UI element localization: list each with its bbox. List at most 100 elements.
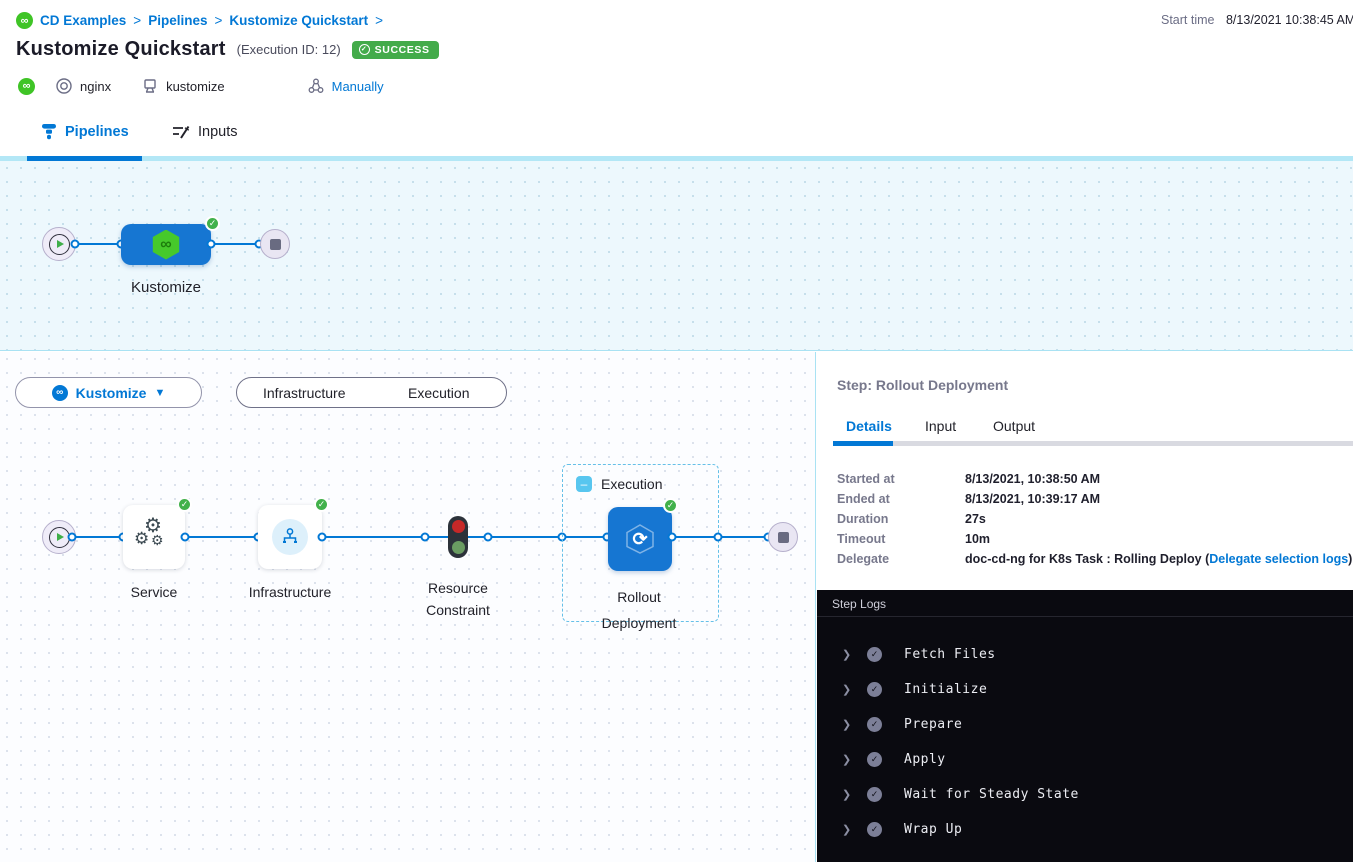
start-time-label: Start time — [1161, 13, 1215, 27]
meta-row: ∞ nginx kustomize Manually — [18, 77, 384, 95]
log-success-check-icon: ✓ — [867, 751, 882, 767]
tab-active-underline — [27, 156, 142, 161]
pipelines-icon — [41, 123, 57, 140]
chevron-right-icon[interactable]: ❯ — [842, 648, 852, 661]
tab-inputs-label: Inputs — [198, 123, 238, 140]
step-label-infrastructure: Infrastructure — [248, 584, 332, 600]
connector-dot — [67, 532, 77, 542]
breadcrumb-separator: > — [375, 13, 384, 28]
log-row-apply[interactable]: ❯ ✓ Apply — [817, 749, 1353, 769]
chevron-right-icon[interactable]: ❯ — [842, 683, 852, 696]
execution-start-node[interactable] — [42, 520, 76, 554]
detail-label: Started at — [837, 472, 895, 486]
breadcrumb-kustomize-quickstart[interactable]: Kustomize Quickstart — [229, 13, 369, 28]
step-logs-title: Step Logs — [832, 597, 887, 611]
tab-inputs[interactable]: Inputs — [172, 123, 238, 140]
log-row-wrap-up[interactable]: ❯ ✓ Wrap Up — [817, 819, 1353, 839]
detail-label: Delegate — [837, 552, 890, 566]
execution-graph-canvas[interactable] — [0, 352, 816, 862]
stage-end-node[interactable] — [260, 229, 290, 259]
title-row: Kustomize Quickstart (Execution ID: 12) … — [16, 38, 439, 61]
connector-dot — [667, 532, 677, 542]
infrastructure-icon — [272, 519, 308, 555]
connector-dot — [713, 532, 723, 542]
connector-dot — [317, 532, 327, 542]
log-row-initialize[interactable]: ❯ ✓ Initialize — [817, 679, 1353, 699]
harness-cd-hexagon-icon: ∞ — [152, 229, 180, 260]
chevron-right-icon[interactable]: ❯ — [842, 753, 852, 766]
red-light-icon — [451, 520, 465, 533]
stage-graph-canvas[interactable] — [0, 161, 1353, 351]
panel-tab-output[interactable]: Output — [993, 418, 1036, 434]
collapse-minus-icon[interactable]: – — [576, 476, 592, 492]
step-node-service[interactable]: ⚙ ⚙ ⚙ ✓ — [123, 497, 192, 569]
log-row-fetch-files[interactable]: ❯ ✓ Fetch Files — [817, 644, 1353, 664]
service-icon — [141, 77, 159, 95]
trigger-label[interactable]: Manually — [331, 78, 384, 94]
environment-name: nginx — [80, 78, 112, 94]
main-tabbar: Pipelines Inputs — [0, 110, 1353, 156]
detail-value: 8/13/2021, 10:38:50 AM — [965, 472, 1101, 486]
toggle-execution[interactable]: Execution — [408, 384, 470, 401]
chevron-right-icon[interactable]: ❯ — [842, 823, 852, 836]
success-check-icon: ✓ — [314, 497, 329, 512]
log-success-check-icon: ✓ — [867, 646, 882, 662]
rollout-icon: ⟳ — [623, 522, 657, 556]
step-node-infrastructure[interactable]: ✓ — [258, 497, 329, 569]
step-label-rollout-deployment: Rollout Deployment — [602, 584, 677, 636]
log-success-check-icon: ✓ — [867, 786, 882, 802]
stage-selector-label: Kustomize — [75, 384, 147, 401]
step-node-rollout-deployment[interactable]: ⟳ ✓ — [608, 498, 678, 571]
toggle-infrastructure[interactable]: Infrastructure — [263, 384, 346, 401]
stage-node-kustomize[interactable]: ∞ ✓ — [121, 216, 220, 265]
stage-selector-dropdown[interactable]: ∞ Kustomize ▼ — [15, 377, 202, 408]
rollout-line2: Deployment — [601, 615, 677, 631]
panel-tab-details[interactable]: Details — [846, 418, 892, 434]
panel-tab-input[interactable]: Input — [925, 418, 957, 434]
detail-value: doc-cd-ng for K8s Task : Rolling Deploy … — [965, 552, 1352, 566]
detail-row-started-at: Started at 8/13/2021, 10:38:50 AM — [837, 469, 1352, 489]
breadcrumb-separator: > — [214, 13, 223, 28]
execution-id: (Execution ID: 12) — [236, 42, 341, 57]
connector-dot — [70, 239, 80, 249]
status-badge: ✓ SUCCESS — [351, 40, 439, 59]
trigger-icon — [307, 77, 325, 95]
stage-selector-icon: ∞ — [51, 384, 68, 401]
execution-group-header: – Execution — [576, 476, 662, 492]
trigger-group[interactable]: Manually — [307, 77, 384, 95]
log-row-prepare[interactable]: ❯ ✓ Prepare — [817, 714, 1353, 734]
breadcrumb-pipelines[interactable]: Pipelines — [148, 13, 208, 28]
start-time: Start time 8/13/2021 10:38:45 AM — [1161, 13, 1353, 27]
delegate-selection-logs-link[interactable]: Delegate selection logs — [1209, 552, 1349, 566]
green-light-icon — [451, 541, 465, 554]
stop-icon — [777, 531, 789, 543]
breadcrumb-cd-examples[interactable]: CD Examples — [40, 13, 127, 28]
execution-end-node[interactable] — [768, 522, 798, 552]
detail-row-ended-at: Ended at 8/13/2021, 10:39:17 AM — [837, 489, 1352, 509]
detail-label: Duration — [837, 512, 889, 526]
play-icon — [48, 233, 70, 255]
target-icon — [55, 77, 73, 95]
step-node-resource-constraint[interactable] — [448, 516, 468, 558]
step-logs-console: Step Logs ❯ ✓ Fetch Files ❯ ✓ Initialize… — [817, 590, 1353, 862]
step-connector-line — [60, 536, 770, 538]
inputs-icon — [172, 123, 190, 140]
chevron-right-icon[interactable]: ❯ — [842, 788, 852, 801]
log-success-check-icon: ✓ — [867, 716, 882, 732]
service-name: kustomize — [166, 78, 225, 94]
panel-tab-scrollbar[interactable] — [833, 441, 1353, 446]
detail-value: 27s — [965, 512, 986, 526]
log-label: Prepare — [904, 716, 963, 732]
log-row-wait-for-steady-state[interactable]: ❯ ✓ Wait for Steady State — [817, 784, 1353, 804]
chevron-right-icon[interactable]: ❯ — [842, 718, 852, 731]
status-badge-label: SUCCESS — [374, 43, 430, 56]
service-group: kustomize — [141, 77, 225, 95]
detail-row-duration: Duration 27s — [837, 509, 1352, 529]
stage-start-node[interactable] — [42, 227, 76, 261]
detail-value: 10m — [965, 532, 991, 546]
stage-label: Kustomize — [130, 279, 202, 296]
tab-pipelines[interactable]: Pipelines — [41, 123, 129, 140]
log-label: Wait for Steady State — [904, 786, 1079, 802]
connector-dot — [420, 532, 430, 542]
harness-cd-icon: ∞ — [18, 77, 35, 95]
